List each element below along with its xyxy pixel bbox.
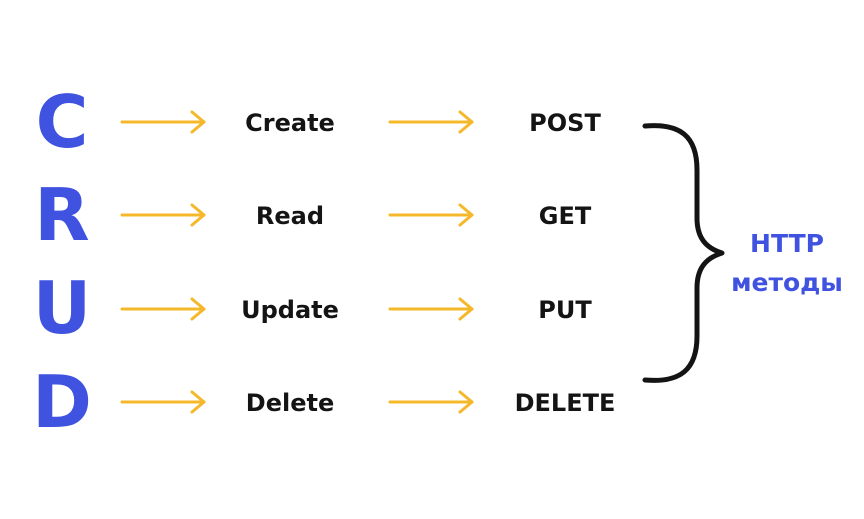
right-arrow-icon — [388, 110, 476, 134]
letter-c: C — [35, 80, 89, 164]
method-post: POST — [529, 109, 601, 137]
right-arrow-icon — [388, 297, 476, 321]
right-arrow-icon — [120, 297, 208, 321]
right-arrow-icon — [120, 390, 208, 414]
caption-line-2: методы — [731, 268, 843, 297]
right-arrow-icon — [120, 110, 208, 134]
method-get: GET — [538, 202, 592, 230]
operation-create: Create — [245, 109, 335, 137]
letter-u: U — [32, 266, 92, 350]
letter-r: R — [34, 173, 90, 257]
method-delete: DELETE — [514, 389, 616, 417]
method-put: PUT — [538, 296, 592, 324]
operation-update: Update — [241, 296, 339, 324]
right-arrow-icon — [388, 390, 476, 414]
caption-line-1: HTTP — [750, 229, 824, 258]
letter-d: D — [32, 360, 92, 444]
operation-read: Read — [255, 202, 325, 230]
operation-delete: Delete — [245, 389, 335, 417]
curly-brace-icon — [640, 118, 730, 392]
right-arrow-icon — [120, 203, 208, 227]
right-arrow-icon — [388, 203, 476, 227]
